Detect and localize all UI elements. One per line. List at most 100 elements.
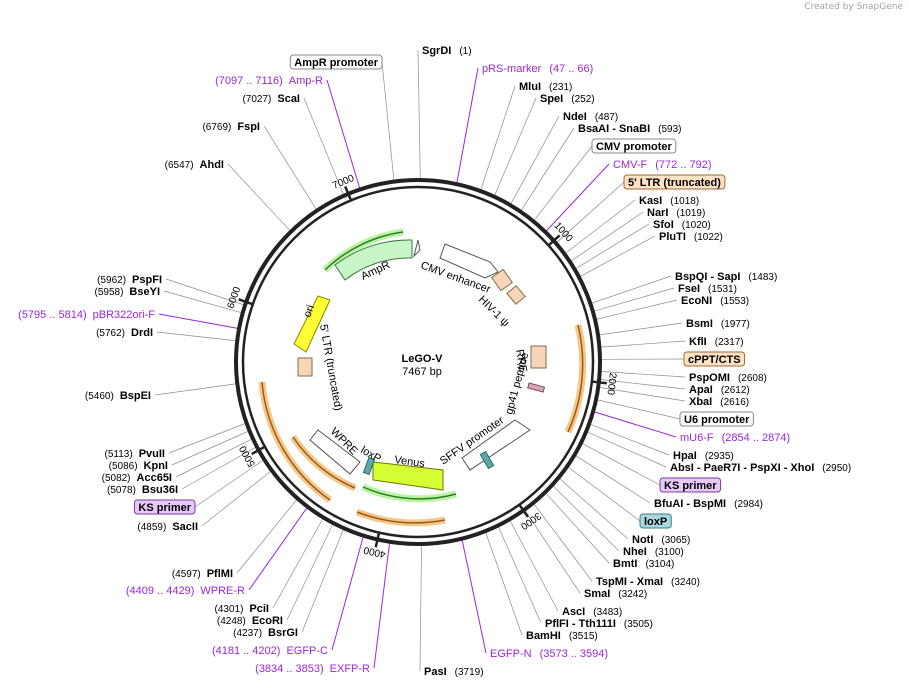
tick-label: 4000 (362, 544, 387, 560)
right-label-name: CMV-F (613, 159, 648, 171)
right-label-pos: (2854 .. 2874) (722, 432, 791, 444)
right-label-pos: (772 .. 792) (655, 159, 711, 171)
leader-line (461, 538, 487, 654)
left-label-pos: (5113) (105, 449, 133, 460)
right-label-ks-primer: KS primer (659, 477, 722, 493)
left-label-wpre-r: WPRE-R(4409 .. 4429) (126, 585, 245, 597)
tick-mark (238, 298, 253, 306)
right-label-econi: EcoNI(1553) (681, 295, 749, 307)
right-label-spei: SpeI(252) (540, 93, 595, 105)
right-label-name: U6 promoter (684, 414, 750, 426)
right-label-name: AscI (562, 606, 585, 618)
right-label-egfp-n: EGFP-N(3573 .. 3594) (490, 648, 608, 660)
leader-line (590, 275, 672, 304)
right-label-asci: AscI(3483) (562, 606, 622, 618)
right-label-sgrdi: SgrDI(1) (422, 45, 472, 57)
right-label-name: BamHI (526, 630, 561, 642)
right-label-pos: (3242) (618, 589, 647, 600)
left-label-name: pBR322ori-F (93, 309, 156, 321)
feature-label-ori: ori (302, 303, 317, 319)
right-label-name: BmtI (613, 558, 637, 570)
right-label-name: KasI (639, 195, 662, 207)
right-label-loxp: loxP (639, 513, 672, 529)
left-label-name: EGFP-C (286, 645, 328, 657)
left-label-name: PflMI (207, 568, 233, 580)
right-label-name: SmaI (584, 588, 610, 600)
right-label-name: HpaI (673, 450, 697, 462)
right-label-name: pRS-marker (482, 63, 542, 75)
right-label-name: KS primer (664, 480, 717, 492)
gp41-feature (527, 382, 546, 393)
backbone-outer (234, 178, 602, 546)
left-label-pos: (4597) (172, 569, 201, 580)
left-label-pos: (5962) (97, 275, 126, 286)
right-label-prs-marker: pRS-marker (47 .. 66) (482, 63, 593, 75)
left-label-name: BsrGI (268, 627, 298, 639)
leader-line (545, 163, 610, 233)
left-label-name: AhdI (200, 159, 224, 171)
right-label-name: AbsI - PaeR7I - PspXI - XhoI (670, 462, 814, 474)
plasmid-name: LeGO-V (402, 353, 444, 365)
right-label-bamhi: BamHI(3515) (526, 630, 598, 642)
leader-line (533, 145, 593, 222)
leader-line (181, 446, 258, 490)
right-label-sfoi: SfoI(1020) (653, 219, 711, 231)
feature-layer (258, 228, 587, 527)
right-label-cmv-f: CMV-F (772 .. 792) (613, 159, 712, 171)
leader-line (497, 525, 542, 624)
leader-line (574, 223, 650, 270)
left-label-pos: (4237) (233, 628, 262, 639)
right-label-name: cPPT/CTS (688, 354, 741, 366)
left-label-name: PspFI (132, 274, 162, 286)
ampr-feature (334, 239, 413, 281)
right-label-pos: (3573 .. 3594) (540, 648, 609, 660)
leader-line (456, 67, 479, 185)
right-label-name: SpeI (540, 93, 563, 105)
left-label-pos: (6547) (165, 160, 194, 171)
green-arc-top-line (324, 231, 404, 271)
right-label-u6-promoter: U6 promoter (679, 411, 754, 427)
right-label-mu6-f: mU6-F(2854 .. 2874) (680, 432, 790, 444)
label-box (639, 513, 672, 529)
left-label-name: Acc65I (137, 472, 172, 484)
leader-line (580, 442, 661, 486)
right-label-pos: (3065) (661, 535, 690, 546)
leader-line (194, 459, 265, 508)
right-label-bsaai-snabi: BsaAI - SnaBI(593) (578, 123, 682, 135)
right-label-pos: (2608) (738, 373, 767, 384)
left-label-ks-primer: KS primer (133, 499, 196, 515)
left-label-pos: (4248) (217, 616, 246, 627)
leader-line (509, 115, 560, 206)
right-label-cppt-cts: cPPT/CTS (683, 351, 746, 367)
right-label-name: FseI (678, 283, 700, 295)
leader-line (417, 49, 421, 181)
right-label-pos: (1022) (694, 232, 723, 243)
right-label-pos: (47 .. 66) (549, 63, 593, 75)
tick-mark (548, 234, 561, 246)
orange-arc-left-line (261, 381, 331, 501)
leader-line (593, 410, 677, 438)
left-label-name: EXFP-R (330, 663, 370, 675)
right-label-bspqi-sapi: BspQI - SapI(1483) (675, 271, 777, 283)
tick-mark (344, 186, 352, 200)
cmv-enhancer-feature (439, 243, 499, 279)
right-label-name: 5' LTR (truncated) (628, 177, 721, 189)
tick-mark (592, 380, 607, 385)
leader-line (171, 430, 250, 466)
left-label-pos: (5460) (85, 391, 114, 402)
right-label-name: NarI (647, 207, 668, 219)
right-label-name: MluI (519, 81, 541, 93)
left-label-sacii: SacII(4859) (137, 521, 198, 533)
left-label-pflmi: PflMI (4597) (172, 568, 233, 580)
right-label-nari: NarI (1019) (647, 207, 705, 219)
rre-feature (530, 345, 547, 369)
leader-line (594, 299, 678, 320)
orange-arc-bottom (355, 508, 446, 527)
label-box (133, 499, 196, 515)
right-label-smai: SmaI (3242) (584, 588, 647, 600)
right-label-pos: (1019) (676, 208, 705, 219)
label-box (623, 174, 726, 190)
wpre-feature (309, 429, 361, 475)
right-label-pos: (2612) (721, 385, 750, 396)
right-label-name: SfoI (653, 219, 674, 231)
